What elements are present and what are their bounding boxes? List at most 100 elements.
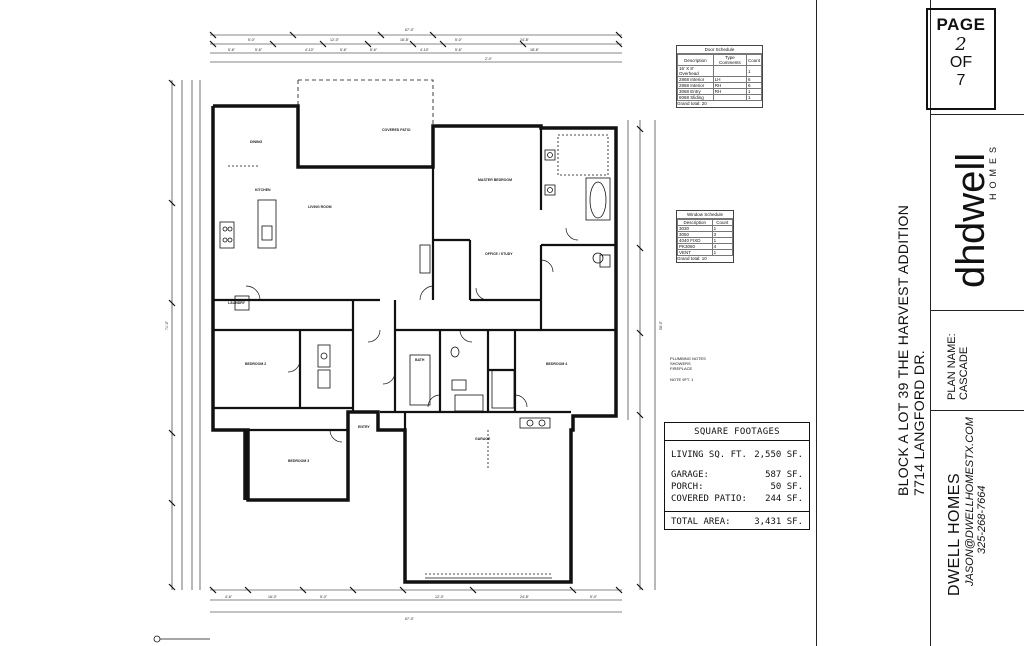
company-phone: 325-268-7664 xyxy=(976,485,988,554)
room-bath: BATH xyxy=(415,358,425,362)
dim-bottom-overall: 67'-0" xyxy=(405,617,415,621)
page-indicator: PAGE 2 OF 7 xyxy=(926,8,996,110)
sq-total-value: 3,431 SF. xyxy=(754,517,803,527)
dwell-homes-logo: dh dwell HOMES xyxy=(936,120,998,310)
plan-note: SHOWERS xyxy=(670,361,691,366)
room-living-room: LIVING ROOM xyxy=(308,205,332,209)
door-swings xyxy=(245,227,579,443)
exterior-walls xyxy=(211,104,618,584)
room-bedroom-4: BEDROOM 4 xyxy=(546,362,567,366)
logo-homes: HOMES xyxy=(988,142,996,200)
covered-patio-outline xyxy=(297,79,434,167)
dim-bottom-seg-0: 4'-6" xyxy=(225,595,233,599)
sq-value: 244 SF. xyxy=(765,494,803,504)
dim-top-sub-5: 4'-10" xyxy=(420,48,430,52)
sq-label: COVERED PATIO: xyxy=(671,494,747,504)
page-label: PAGE xyxy=(936,15,986,34)
room-bedroom-3: BEDROOM 3 xyxy=(288,459,309,463)
door-schedule-table: Description Type Comments Count 16' X 8'… xyxy=(677,54,763,101)
room-laundry: LAUNDRY xyxy=(228,301,246,305)
plan-name-value: CASCADE xyxy=(958,346,970,400)
cell: 1 xyxy=(745,94,763,101)
dim-top-seg-0: 5'-0" xyxy=(248,38,256,42)
dim-top-sub-0: 5'-6" xyxy=(228,48,236,52)
cell xyxy=(712,94,747,101)
room-kitchen: KITCHEN xyxy=(255,188,271,192)
cell: VENT xyxy=(677,249,713,256)
room-dining: DINING xyxy=(250,140,263,144)
page-number: 2 xyxy=(955,34,967,55)
cell: 1 xyxy=(745,65,763,77)
dim-top-seg-3: 5'-0" xyxy=(455,38,463,42)
dim-top-overall: 67'-0" xyxy=(405,28,415,32)
sq-label: LIVING SQ. FT. xyxy=(671,450,747,460)
door-schedule-title: Door Schedule xyxy=(677,46,762,54)
door-schedule: Door Schedule Description Type Comments … xyxy=(676,45,763,108)
garage-door xyxy=(425,430,552,579)
fixtures xyxy=(219,134,611,429)
project-address: BLOCK A LOT 39 THE HARVEST ADDITION 7714… xyxy=(895,205,927,496)
dimension-lines xyxy=(171,34,656,613)
dim-top-sub-3: 5'-6" xyxy=(340,48,348,52)
sq-label: PORCH: xyxy=(671,482,704,492)
dim-top-seg-2: 18'-8" xyxy=(400,38,410,42)
dim-right-overall: 58'-0" xyxy=(659,320,663,330)
dim-bottom-seg-1: 16'-0" xyxy=(268,595,278,599)
title-block-divider xyxy=(930,0,931,646)
room-garage: GARAGE xyxy=(475,437,491,441)
cell: 1 xyxy=(711,249,734,256)
logo-dwell: dwell xyxy=(949,153,993,244)
logo-dh: dh xyxy=(949,244,993,289)
sq-row-living: LIVING SQ. FT. 2,550 SF. xyxy=(665,449,809,461)
address-line-1: BLOCK A LOT 39 THE HARVEST ADDITION xyxy=(895,204,911,496)
door-schedule-header: Description xyxy=(677,54,714,66)
dimension-labels: 67'-0" 5'-0" 12'-0" 18'-8" 5'-0" 24'-8" … xyxy=(165,28,663,621)
dim-top-sub-8: 2'-0" xyxy=(485,57,493,61)
window-schedule-total: Grand total: 10 xyxy=(677,256,707,261)
dim-top-sub-1: 5'-6" xyxy=(255,48,263,52)
cell: 16' X 8' Overhead xyxy=(677,65,714,77)
room-office-study: OFFICE / STUDY xyxy=(485,252,513,256)
plan-name-label: PLAN NAME: xyxy=(946,333,958,400)
scale-marker xyxy=(153,635,210,643)
plan-note: FIREPLACE xyxy=(670,366,693,371)
dim-top-sub-7: 18'-6" xyxy=(530,48,540,52)
page-total: 7 xyxy=(956,72,966,89)
dim-left-overall: 71'-0" xyxy=(165,320,169,330)
room-covered-patio: COVERED PATIO xyxy=(382,128,411,132)
square-footages-table: SQUARE FOOTAGES LIVING SQ. FT. 2,550 SF.… xyxy=(664,422,810,530)
cell: 6068 Sliding xyxy=(677,94,714,101)
title-block-divider xyxy=(930,410,1024,411)
title-block-border xyxy=(816,0,817,646)
sq-row-covered-patio: COVERED PATIO: 244 SF. xyxy=(665,493,809,505)
sq-value: 50 SF. xyxy=(770,482,803,492)
room-entry: ENTRY xyxy=(358,425,370,429)
plan-notes: PLUMBING NOTES SHOWERS FIREPLACE NOTE 9F… xyxy=(670,356,706,382)
cell xyxy=(712,65,747,77)
address-line-2: 7714 LANGFORD DR. xyxy=(911,350,927,496)
dim-bottom-seg-5: 5'-0" xyxy=(590,595,598,599)
room-labels: MASTER BEDROOM COVERED PATIO DINING KITC… xyxy=(228,128,567,463)
sq-value: 2,550 SF. xyxy=(754,450,803,460)
plan-note: PLUMBING NOTES xyxy=(670,356,706,361)
square-footages-title: SQUARE FOOTAGES xyxy=(665,423,809,441)
dim-top-seg-4: 24'-8" xyxy=(520,38,530,42)
door-schedule-header: Type Comments xyxy=(712,54,747,66)
room-master-bedroom: MASTER BEDROOM xyxy=(478,178,512,182)
dim-top-seg-1: 12'-0" xyxy=(330,38,340,42)
company-email: JASON@DWELLHOMESTX.COM xyxy=(964,417,976,586)
sq-row-garage: GARAGE: 587 SF. xyxy=(665,469,809,481)
page-of-label: OF xyxy=(949,54,973,71)
logo-graphic: dh dwell HOMES xyxy=(949,142,998,289)
dimension-ticks xyxy=(168,31,644,594)
plan-note: NOTE 9FT. 1 xyxy=(670,377,694,382)
dim-top-sub-4: 8'-6" xyxy=(370,48,378,52)
dim-bottom-seg-4: 24'-8" xyxy=(520,595,530,599)
company-contact: JASON@DWELLHOMESTX.COM 325-268-7664 xyxy=(964,417,988,586)
